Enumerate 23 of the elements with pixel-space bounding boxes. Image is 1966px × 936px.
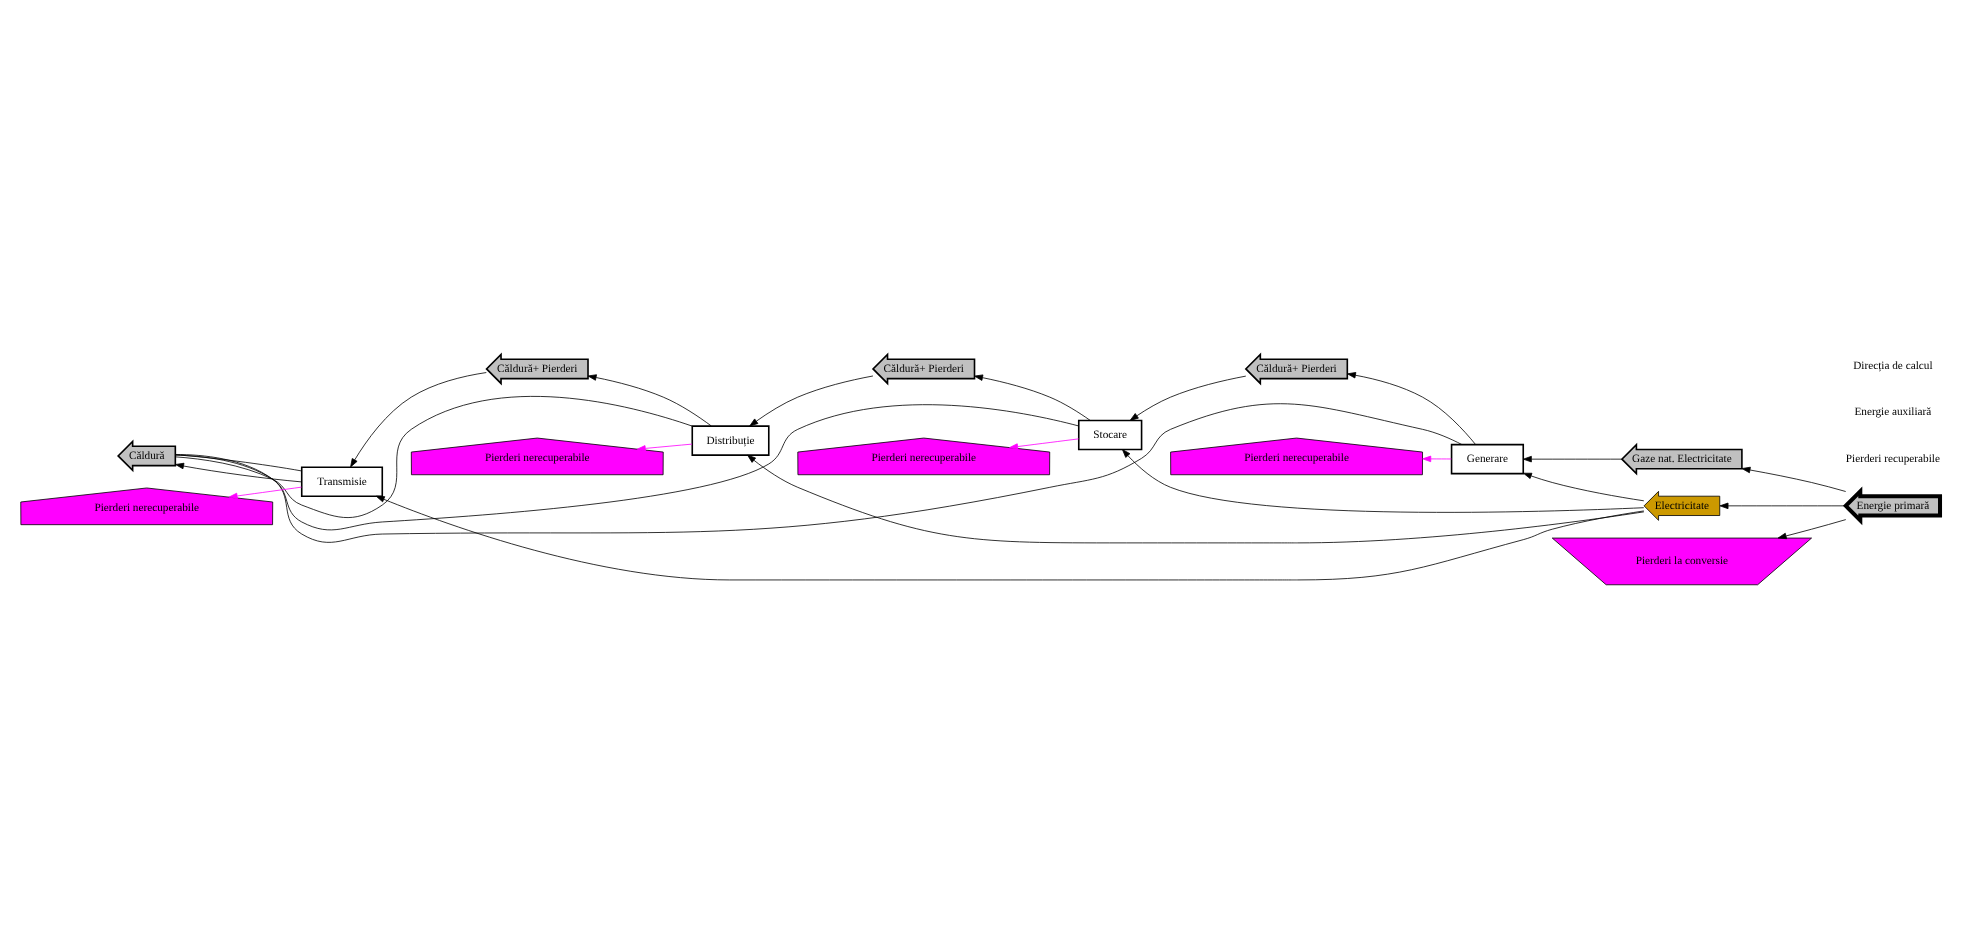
arrow: [974, 374, 1091, 421]
arrow: [636, 443, 693, 452]
arrow: [375, 495, 1645, 581]
arrow: [1009, 438, 1080, 450]
connector: [175, 454, 302, 472]
arrow: [749, 375, 874, 427]
arrow: [175, 462, 302, 483]
connector: [175, 404, 1079, 531]
connector: [175, 395, 693, 518]
arrow: [1122, 449, 1645, 513]
arrow: [747, 454, 1645, 544]
arrow: [228, 486, 302, 500]
arrow: [1741, 466, 1847, 492]
arrow: [1129, 375, 1247, 421]
arrow: [1522, 455, 1623, 463]
connector: [175, 403, 1463, 543]
arrow: [1422, 455, 1452, 463]
arrow: [1719, 502, 1847, 510]
arrow: [587, 374, 712, 427]
arrow: [1777, 519, 1847, 540]
arrow: [1523, 472, 1645, 502]
arrow: [350, 372, 487, 468]
arrow: [1347, 372, 1476, 445]
